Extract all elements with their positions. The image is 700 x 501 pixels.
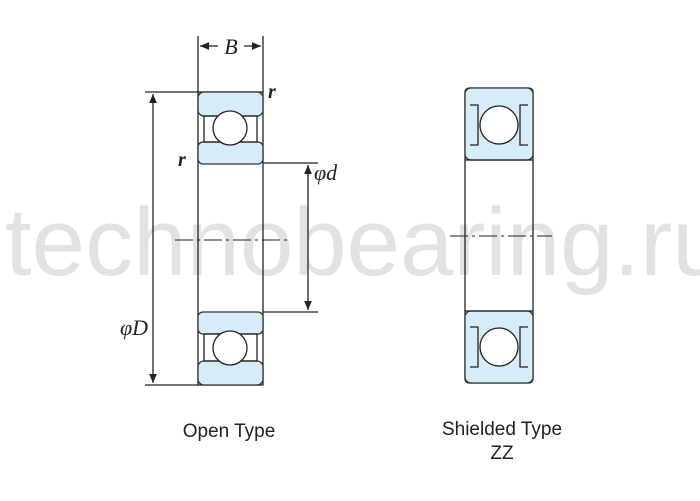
open-type-caption: Open Type (183, 421, 276, 442)
shielded-type-caption: Shielded Type (442, 419, 562, 440)
chamfer-label-side: r (178, 149, 186, 171)
shielded-type-code: ZZ (490, 443, 514, 464)
shielded-type-bearing (450, 87, 552, 384)
outer-diameter-label: φD (120, 315, 148, 340)
width-label: B (224, 34, 237, 59)
chamfer-label-top: r (268, 81, 276, 103)
inner-diameter-label: φd (314, 160, 338, 185)
open-type-bearing (145, 36, 318, 386)
watermark: technobearing.ru (5, 189, 700, 296)
